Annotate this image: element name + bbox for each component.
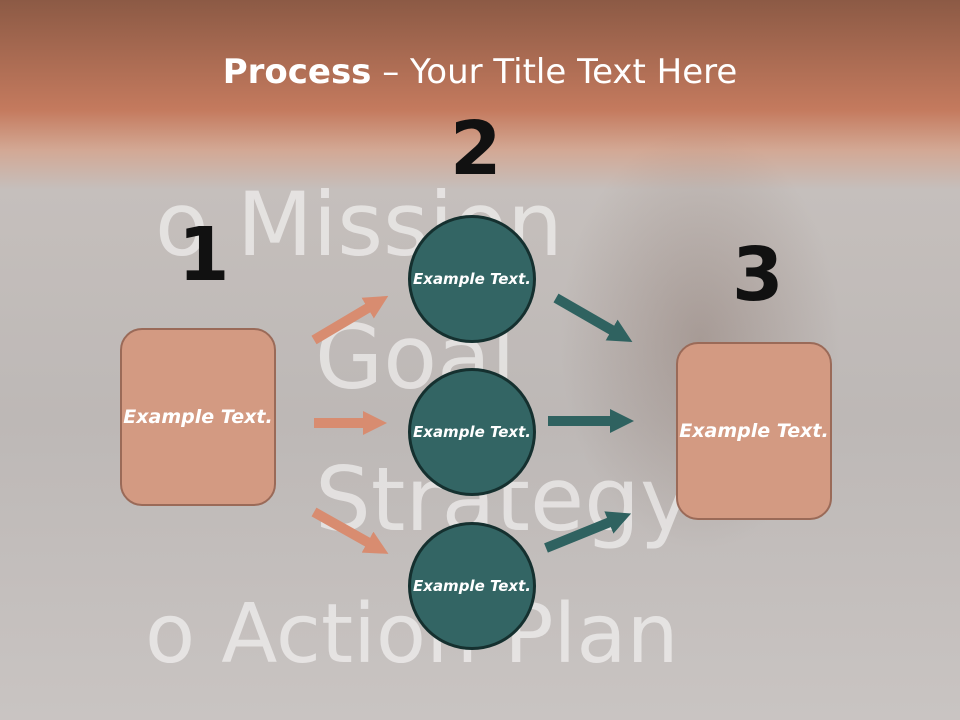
step-1-box: Example Text. bbox=[120, 328, 276, 506]
title-bold: Process bbox=[222, 52, 372, 92]
step-number-2: 2 bbox=[450, 106, 502, 192]
arrow-top-to-3 bbox=[553, 293, 633, 342]
step-3-box: Example Text. bbox=[676, 342, 832, 520]
arrow-bottom-to-3 bbox=[544, 511, 632, 553]
arrow-1-to-top bbox=[311, 295, 389, 345]
step-number-1: 1 bbox=[178, 212, 230, 298]
step-2-circle-middle: Example Text. bbox=[408, 368, 536, 496]
step-2-circle-bottom: Example Text. bbox=[408, 522, 536, 650]
arrow-1-to-bottom bbox=[311, 507, 389, 554]
step-number-3: 3 bbox=[732, 232, 784, 318]
title-rest: – Your Title Text Here bbox=[371, 52, 738, 92]
step-2-circle-top: Example Text. bbox=[408, 215, 536, 343]
slide-title: Process – Your Title Text Here bbox=[0, 52, 960, 92]
